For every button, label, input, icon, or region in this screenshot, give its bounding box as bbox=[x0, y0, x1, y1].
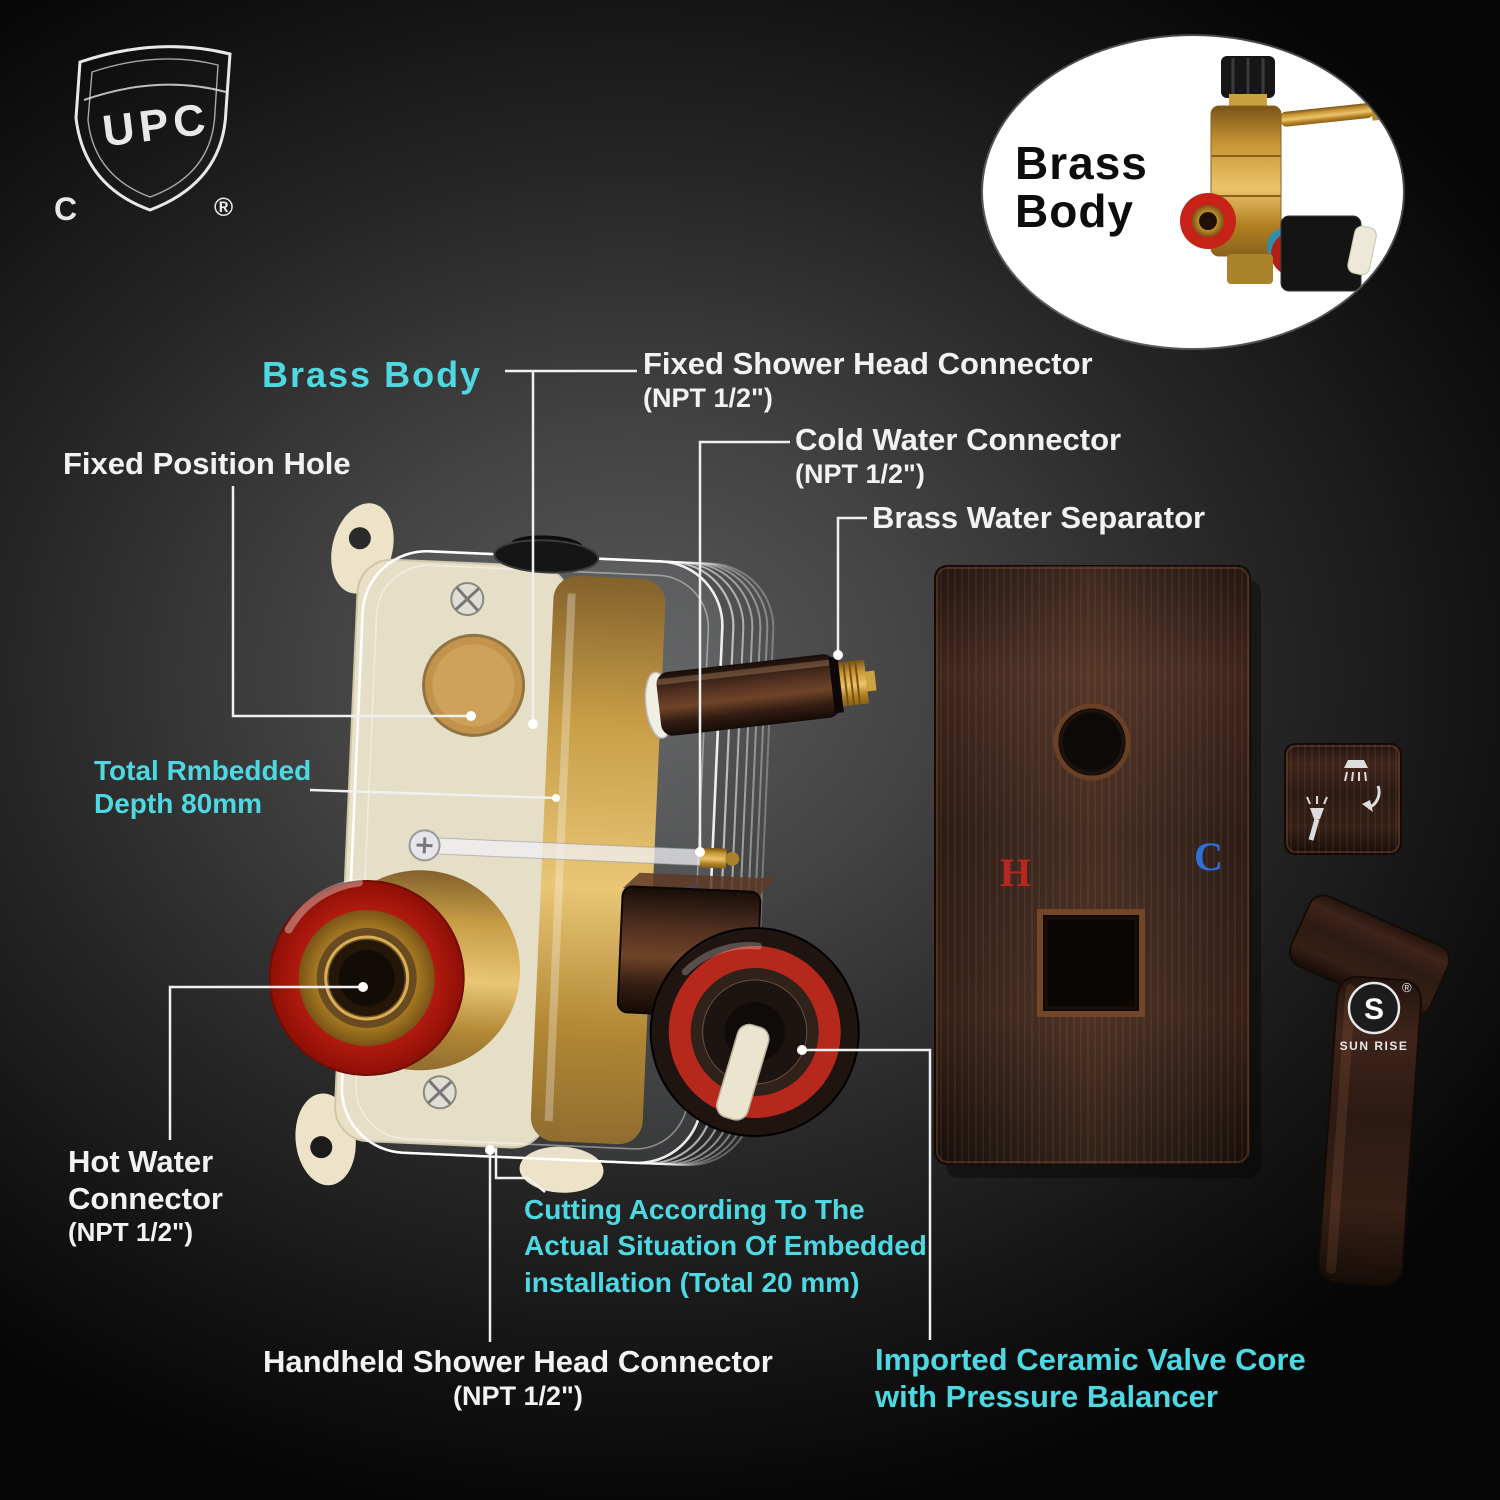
callout-embedded-depth: Total Rmbedded Depth 80mm bbox=[94, 754, 311, 820]
faceplate-square-hole bbox=[1037, 909, 1145, 1017]
handheld-shower-icon bbox=[1306, 796, 1328, 841]
rain-shower-icon bbox=[1344, 760, 1368, 782]
inset-title: Brass Body bbox=[1015, 137, 1148, 237]
valve-core bbox=[616, 872, 860, 1137]
callout-handheld-shower: Handheld Shower Head Connector (NPT 1/2"… bbox=[263, 1344, 773, 1412]
upc-letters: UPC bbox=[100, 94, 213, 156]
callout-brass-body: Brass Body bbox=[262, 354, 483, 395]
callout-fixed-shower-head-label: Fixed Shower Head Connector bbox=[643, 346, 1093, 381]
cold-marker: C bbox=[1194, 834, 1223, 879]
registered-mark-icon: ® bbox=[214, 192, 233, 222]
callout-cold-water-label: Cold Water Connector bbox=[795, 422, 1122, 457]
callout-hot-water: Hot Water Connector (NPT 1/2") bbox=[68, 1144, 223, 1248]
callout-embedded-depth-line1: Total Rmbedded bbox=[94, 755, 312, 786]
callout-hot-water-line1: Hot Water bbox=[68, 1144, 214, 1179]
hot-marker: H bbox=[1000, 850, 1031, 895]
diverter-button bbox=[1284, 743, 1402, 855]
callout-cutting-note: Cutting According To The Actual Situatio… bbox=[524, 1192, 927, 1301]
upc-certification-logo: UPC C ® bbox=[54, 45, 233, 227]
leader-lines bbox=[168, 369, 932, 1342]
brass-body-inset: Brass Body bbox=[983, 36, 1403, 348]
callout-cutting-line3: installation (Total 20 mm) bbox=[524, 1266, 860, 1298]
callout-ceramic-line1: Imported Ceramic Valve Core bbox=[875, 1342, 1306, 1377]
callout-hot-water-spec: (NPT 1/2") bbox=[68, 1217, 194, 1248]
callout-water-separator: Brass Water Separator bbox=[872, 500, 1206, 535]
inset-title-line2: Body bbox=[1015, 184, 1134, 237]
brand-logo-letter: S bbox=[1364, 993, 1384, 1026]
brand-name: SUN RISE bbox=[1340, 1039, 1409, 1053]
callout-ceramic-line2: with Pressure Balancer bbox=[875, 1378, 1218, 1414]
callout-cold-water-spec: (NPT 1/2") bbox=[795, 458, 925, 489]
callout-fixed-shower-head: Fixed Shower Head Connector (NPT 1/2") bbox=[643, 346, 1093, 414]
faceplate: H C bbox=[934, 565, 1261, 1178]
inset-valve-photo bbox=[1180, 56, 1387, 292]
callout-fixed-position-hole: Fixed Position Hole bbox=[63, 446, 351, 481]
brand-badge bbox=[1347, 981, 1401, 1035]
callout-cold-water: Cold Water Connector (NPT 1/2") bbox=[795, 422, 1121, 490]
cross-rod bbox=[408, 829, 740, 900]
callout-hot-water-line2: Connector bbox=[68, 1180, 223, 1216]
valve-assembly bbox=[268, 503, 877, 1193]
faceplate-round-hole bbox=[1053, 703, 1131, 781]
callout-fixed-shower-head-spec: (NPT 1/2") bbox=[643, 382, 773, 413]
callout-handheld-spec: (NPT 1/2") bbox=[453, 1380, 583, 1411]
callout-cutting-line2: Actual Situation Of Embedded bbox=[524, 1230, 927, 1262]
callout-handheld-label: Handheld Shower Head Connector bbox=[263, 1344, 773, 1379]
position-hole bbox=[422, 633, 526, 737]
brand-registered-icon: ® bbox=[1402, 980, 1412, 995]
handle-lever: S ® SUN RISE bbox=[1288, 894, 1451, 1287]
ceramic-core-lever bbox=[715, 1023, 770, 1121]
hot-water-port bbox=[268, 878, 465, 1076]
fixed-shower-connector bbox=[493, 535, 600, 574]
divert-arrow-icon bbox=[1362, 785, 1381, 812]
callout-ceramic-core: Imported Ceramic Valve Core with Pressur… bbox=[875, 1342, 1306, 1415]
inset-title-line1: Brass bbox=[1015, 137, 1148, 189]
bracket-screws bbox=[422, 582, 485, 1110]
callout-embedded-depth-line2: Depth 80mm bbox=[94, 788, 263, 820]
upc-c-letter: C bbox=[54, 191, 77, 227]
callout-cutting-line1: Cutting According To The bbox=[524, 1194, 865, 1225]
